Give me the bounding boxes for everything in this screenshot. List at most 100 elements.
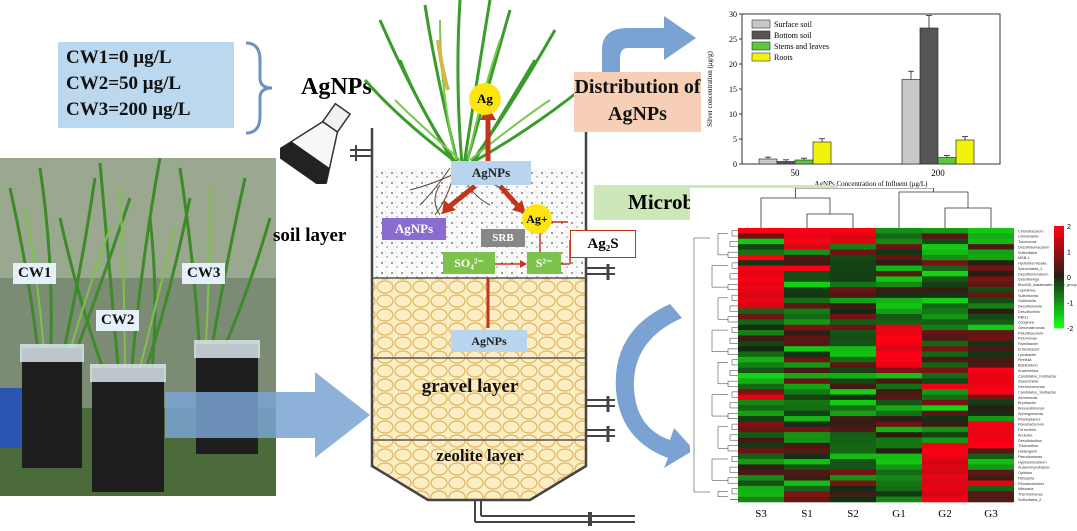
heatmap-cell — [876, 373, 922, 379]
heatmap-cell — [830, 378, 876, 385]
heatmap-row-label: Opitutus — [1018, 471, 1032, 475]
color-scale-segment — [1054, 259, 1064, 262]
bar — [901, 79, 921, 165]
heatmap-cell — [830, 324, 876, 331]
heatmap-cell — [784, 319, 830, 326]
heatmap-row-label: Desulfovirga — [1018, 278, 1040, 282]
heatmap-cell — [784, 405, 830, 411]
heatmap-cell — [738, 475, 784, 481]
heatmap-cell — [876, 330, 922, 336]
heatmap-cell — [784, 340, 830, 347]
color-scale-segment — [1054, 236, 1064, 240]
row-dendrogram — [711, 265, 728, 288]
heatmap-row-label: Desulfomonile — [1018, 305, 1042, 309]
heatmap-cell — [922, 389, 968, 395]
heatmap-cell — [876, 475, 922, 481]
heatmap-cell — [968, 254, 1014, 261]
flask-icon — [280, 102, 352, 184]
heatmap-row-label: Thermomonas — [1018, 493, 1043, 497]
heatmap-row-label: Desulfomicrobium — [1018, 272, 1048, 276]
heatmap-cell — [830, 270, 876, 277]
y-tick-label: 0 — [733, 160, 737, 169]
heatmap-cell — [784, 432, 830, 438]
color-scale-segment — [1054, 243, 1064, 247]
heatmap-cell — [784, 335, 830, 342]
s2-box: S²⁻ — [527, 252, 561, 274]
heatmap-cell — [968, 276, 1014, 283]
heatmap-row-label: Mitsuaria — [1018, 487, 1034, 491]
heatmap-cell — [876, 464, 922, 471]
heatmap-cell — [784, 389, 830, 395]
color-scale-segment — [1054, 228, 1064, 232]
heatmap-row-label: Chlorobaculum — [1018, 229, 1044, 233]
heatmap-cell — [784, 228, 830, 234]
heatmap-cell — [830, 319, 876, 326]
heatmap-cell — [876, 276, 922, 283]
heatmap-cell — [830, 233, 876, 240]
heatmap-cell — [830, 297, 876, 304]
heatmap-row-label: Zoogloea — [1018, 321, 1035, 325]
heatmap-cell — [968, 330, 1014, 336]
heatmap-cell — [922, 324, 968, 331]
heatmap-cell — [738, 276, 784, 283]
row-dendrogram — [717, 426, 728, 449]
heatmap-cell — [922, 249, 968, 256]
heatmap-cell — [968, 297, 1014, 304]
row-dendrogram — [731, 456, 738, 462]
heatmap-cell — [830, 475, 876, 481]
heatmap-cell — [876, 367, 922, 374]
heatmap-cell — [876, 324, 922, 331]
y-tick-label: 20 — [729, 60, 737, 69]
heatmap-cell — [830, 491, 876, 497]
wetland-diagram — [350, 0, 635, 526]
heatmap-cell — [830, 356, 876, 363]
color-scale-segment — [1054, 254, 1064, 257]
color-scale-segment — [1054, 302, 1064, 306]
heatmap-cell — [876, 270, 922, 277]
heatmap-cell — [968, 260, 1014, 266]
heatmap-cell — [968, 356, 1014, 363]
heatmap-cell — [876, 469, 922, 476]
heatmap-cell — [876, 362, 922, 368]
heatmap-row-label: Bryobacter — [1018, 401, 1037, 405]
row-dendrogram — [711, 458, 728, 481]
color-scale-segment — [1054, 246, 1064, 250]
heatmap-cell — [968, 244, 1014, 250]
heatmap-cell — [784, 362, 830, 368]
legend-entry: Surface soil — [774, 20, 813, 29]
y-tick-label: 10 — [729, 110, 737, 119]
heatmap-row-label: Rhodoplanes — [1018, 417, 1040, 421]
color-scale-segment — [1054, 312, 1064, 316]
color-scale-segment — [1054, 248, 1064, 252]
heatmap-cell — [830, 416, 876, 422]
concentration-cw1: CW1=0 μg/L — [66, 47, 172, 68]
heatmap-cell — [968, 410, 1014, 417]
bar — [955, 139, 975, 165]
heatmap-cell — [876, 416, 922, 422]
heatmap-cell — [784, 475, 830, 481]
heatmap-cell — [738, 469, 784, 476]
color-scale-segment — [1054, 297, 1064, 301]
heatmap-cell — [738, 297, 784, 304]
heatmap-row-label: Arcicella — [1018, 433, 1033, 437]
color-scale-segment — [1054, 274, 1064, 278]
heatmap-cell — [968, 238, 1014, 245]
heatmap-cell — [922, 475, 968, 481]
color-scale-segment — [1054, 282, 1064, 285]
heatmap-cell — [784, 469, 830, 476]
color-scale-segment — [1054, 251, 1064, 255]
heatmap-cell — [876, 238, 922, 245]
heatmap-cell — [922, 351, 968, 358]
heatmap-cell — [830, 276, 876, 283]
color-scale-segment — [1054, 310, 1064, 313]
heatmap-cell — [922, 244, 968, 250]
heatmap-cell — [738, 491, 784, 497]
color-scale-tick: 2 — [1067, 224, 1071, 231]
heatmap-cell — [784, 442, 830, 449]
heatmap-cell — [876, 313, 922, 320]
heatmap-cell — [922, 464, 968, 471]
heatmap-cell — [922, 373, 968, 379]
heatmap-cell — [784, 399, 830, 406]
color-scale-segment — [1054, 294, 1064, 298]
color-scale-segment — [1054, 277, 1064, 280]
